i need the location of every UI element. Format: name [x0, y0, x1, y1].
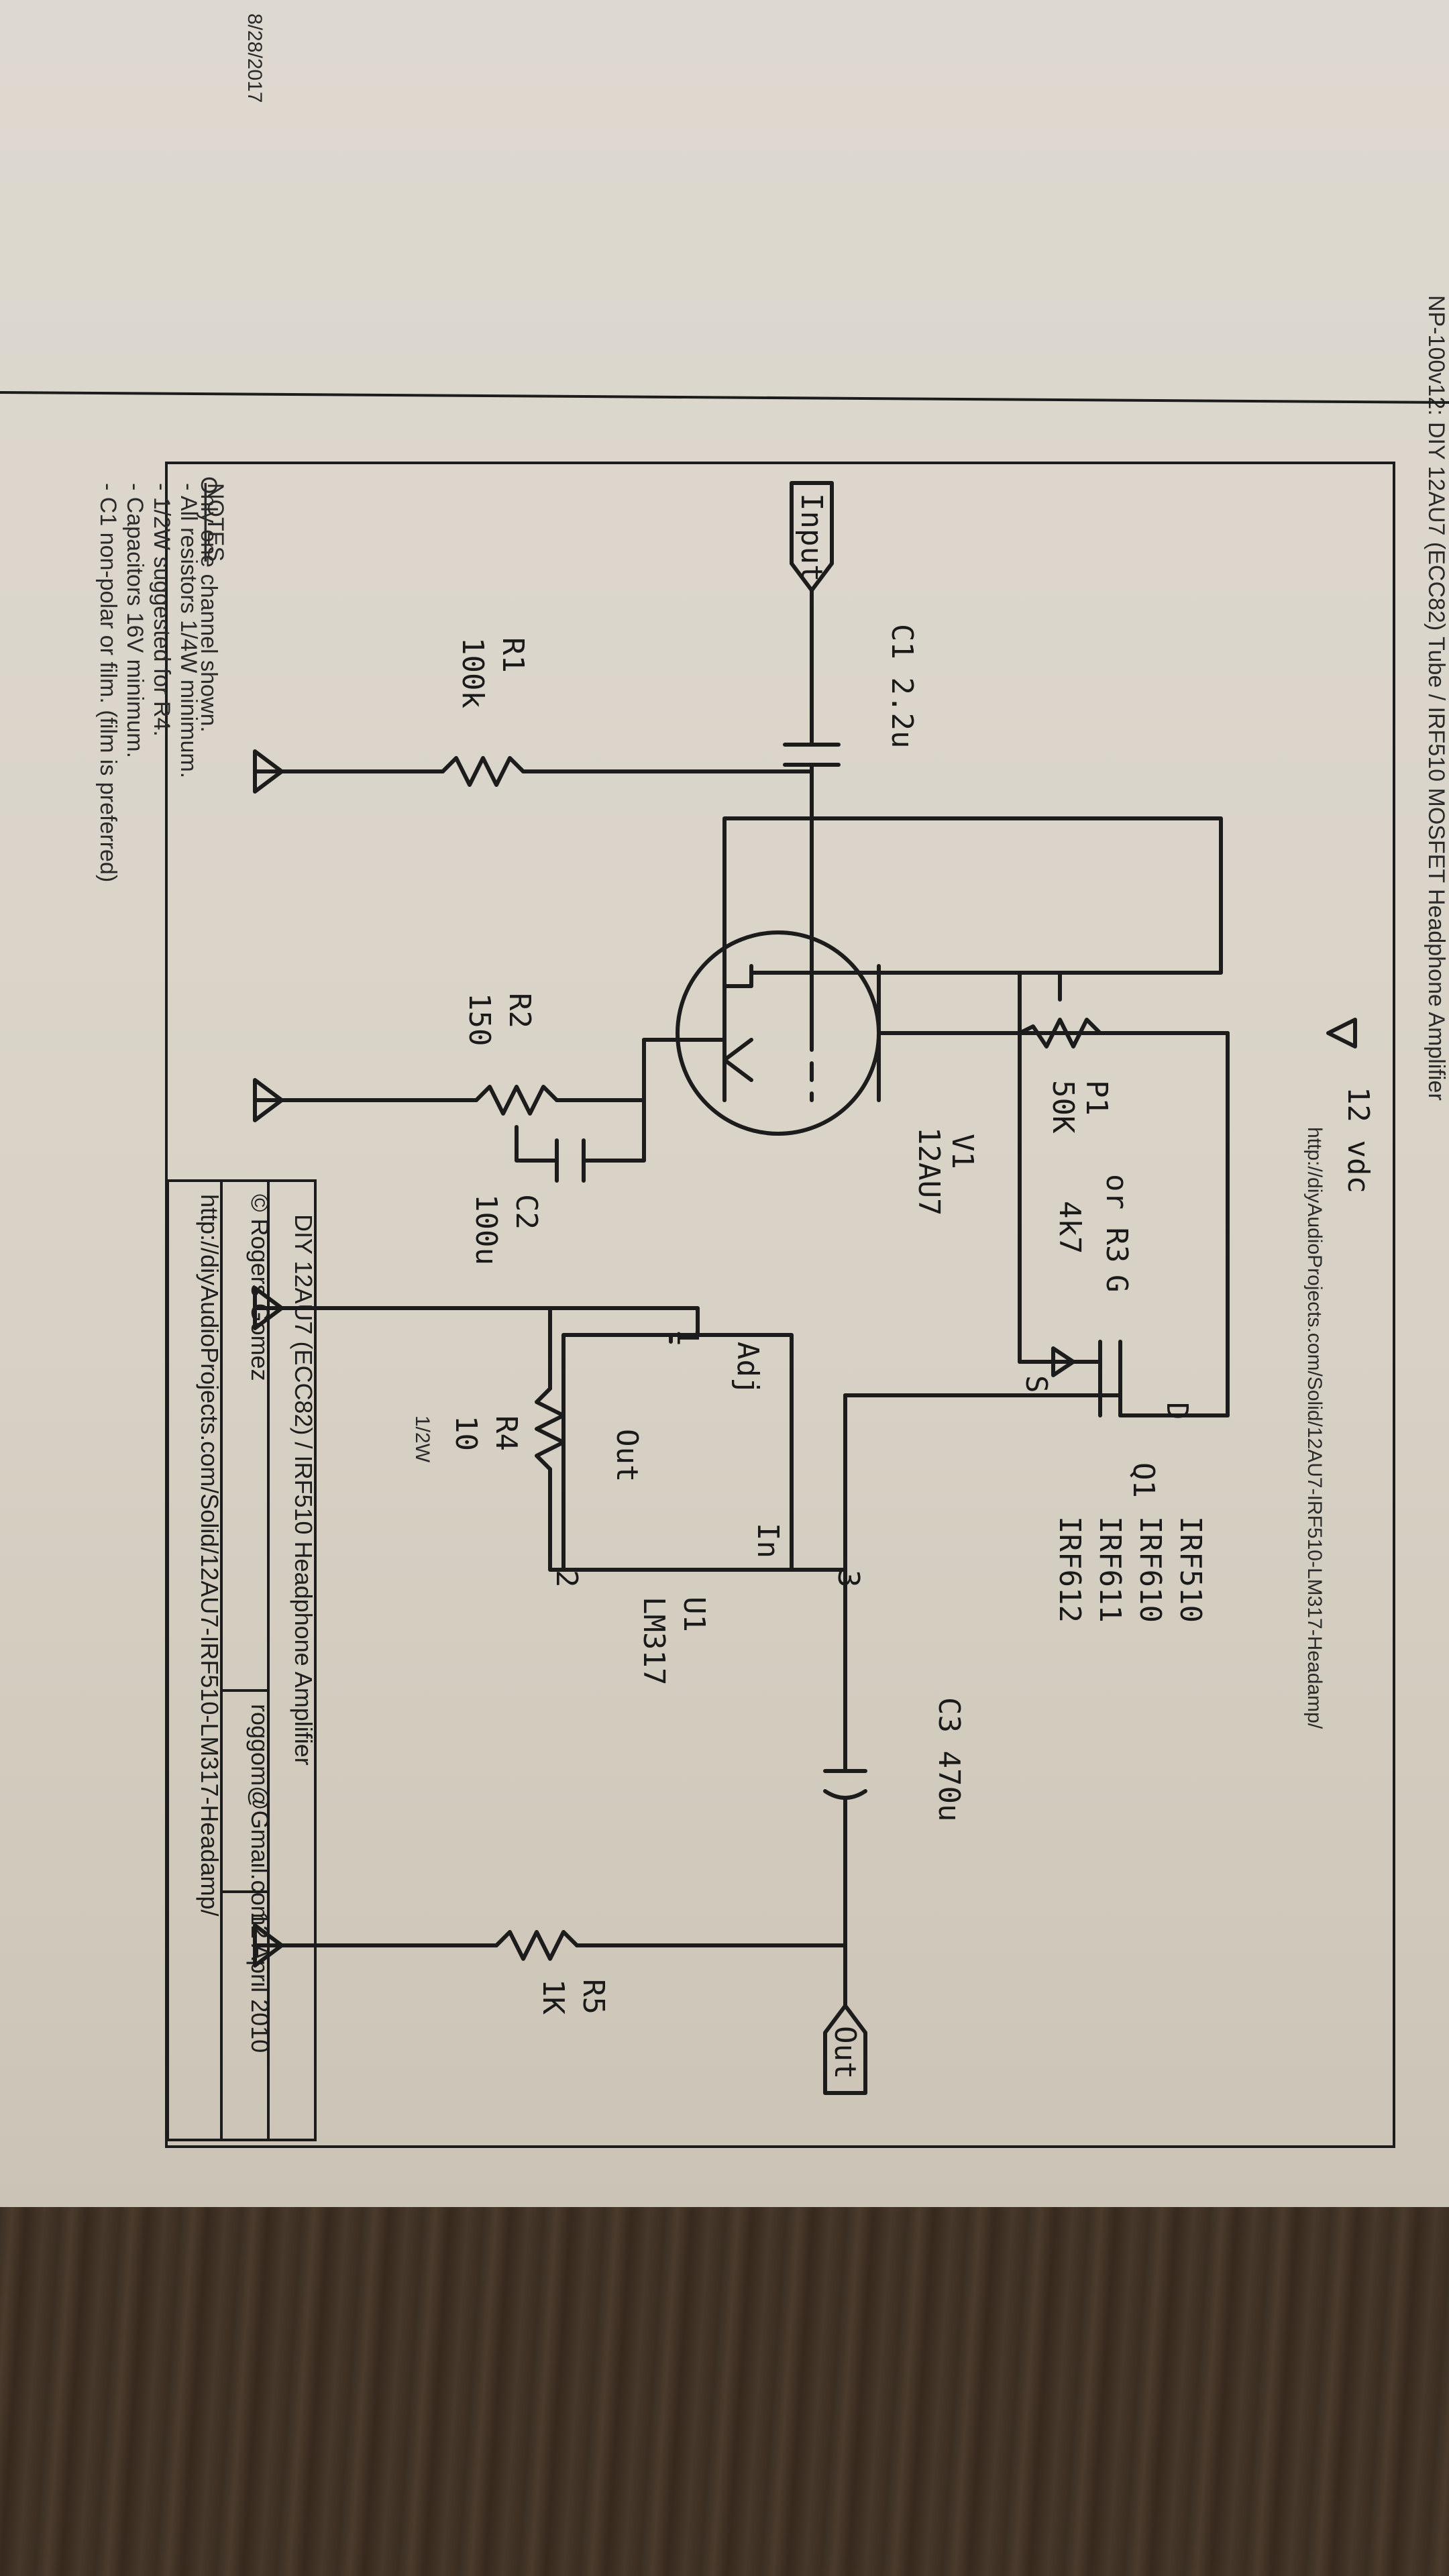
- r2-name: R2: [502, 993, 537, 1028]
- resistor-r2: [474, 1085, 559, 1116]
- tb-author: © Rogers Gomez: [246, 1194, 274, 1381]
- u1-name: U1: [677, 1597, 711, 1632]
- p1-name: P1: [1079, 1080, 1114, 1116]
- capacitor-c1: C1 2.2u: [783, 624, 919, 767]
- resistor-r5: [494, 1930, 579, 1961]
- notes-heading: NOTES: [203, 483, 228, 561]
- input-label: Input: [794, 493, 828, 582]
- r4-value: 10: [449, 1415, 483, 1451]
- v1-name: V1: [945, 1134, 979, 1169]
- input-connector: Input: [790, 481, 834, 592]
- output-connector: Out: [823, 2004, 867, 2095]
- u1-value: LM317: [637, 1597, 671, 1685]
- top-url: http://diyAudioProjects.com/Solid/12AU7-…: [1303, 1127, 1326, 1729]
- page-rule-top: [0, 391, 1449, 404]
- c3-label: C3 470u: [932, 1697, 966, 1821]
- tb-date: 12 April 2010: [246, 1912, 274, 2053]
- p1-value: 50K: [1046, 1080, 1080, 1134]
- ground-r5: [253, 1923, 284, 1968]
- r3-value: 4k7: [1053, 1201, 1087, 1254]
- u1-adj: Adj: [731, 1342, 765, 1395]
- note-2: - 1/2W suggested for R4.: [149, 483, 174, 737]
- u1-pin2: 2: [549, 1570, 584, 1588]
- ground-r2: [253, 1078, 284, 1122]
- output-label: Out: [828, 2026, 862, 2079]
- supply-arrow: [1326, 1018, 1357, 1049]
- notes-block: NOTES - All resistors 1/4W minimum. - 1/…: [95, 483, 228, 882]
- resistor-r4: [535, 1387, 566, 1471]
- regulator-u1: In Adj Out 1 2 3 U1 LM317: [549, 1328, 865, 1685]
- u1-out: Out: [610, 1429, 644, 1482]
- note-3: - Capacitors 16V minimum.: [122, 483, 148, 758]
- printed-paper-sheet: [0, 0, 1449, 2207]
- c1-label: C1 2.2u: [885, 624, 919, 748]
- print-date: 8/28/2017: [244, 13, 266, 103]
- title-block: DIY 12AU7 (ECC82) / IRF510 Headphone Amp…: [166, 1179, 317, 2141]
- r5-name: R5: [576, 1979, 610, 2015]
- r4-name: R4: [489, 1415, 523, 1451]
- r5-value: 1K: [536, 1979, 570, 2015]
- channel-note: Only one channel shown.: [196, 476, 221, 733]
- q1-part-2: IRF611: [1093, 1516, 1127, 1623]
- q1-part-3: IRF612: [1053, 1516, 1087, 1623]
- c2-value: 100u: [469, 1194, 503, 1265]
- resistor-r1: [441, 756, 525, 787]
- q1-part-0: IRF510: [1173, 1516, 1208, 1623]
- mosfet-q1: D G S Q1 IRF510 IRF610 IRF611 IRF612: [957, 1275, 1208, 1623]
- note-4: - C1 non-polar or film. (film is preferr…: [95, 483, 121, 882]
- ground-r1: [253, 749, 284, 794]
- pin-d: D: [1160, 1402, 1194, 1420]
- potentiometer-p1: [1018, 1018, 1102, 1049]
- r2-value: 150: [462, 993, 496, 1046]
- print-header-visible: NP-100v12: DIY 12AU7 (ECC82) Tube / IRF5…: [1424, 295, 1449, 1101]
- capacitor-c3: [823, 1769, 867, 1800]
- tb-title: DIY 12AU7 (ECC82) / IRF510 Headphone Amp…: [290, 1214, 317, 1766]
- capacitor-c2: [515, 1098, 646, 1183]
- or-r3: or R3: [1099, 1174, 1134, 1263]
- supply-label: 12 vdc: [1341, 1087, 1375, 1193]
- u1-pin3: 3: [831, 1570, 865, 1588]
- r4-power: 1/2W: [411, 1415, 433, 1463]
- note-1: - All resistors 1/4W minimum.: [176, 483, 201, 778]
- wire-heater-loop: [722, 816, 1223, 1102]
- v1-value: 12AU7: [912, 1127, 946, 1216]
- r1-name: R1: [496, 637, 530, 673]
- tb-email: roggom@Gmail.com: [246, 1704, 274, 1926]
- c2-name: C2: [509, 1194, 543, 1230]
- pin-g: G: [1099, 1275, 1134, 1293]
- ground-r4: [253, 1286, 284, 1330]
- u1-in: In: [751, 1523, 785, 1558]
- q1-part-1: IRF610: [1133, 1516, 1167, 1623]
- tb-url: http://diyAudioProjects.com/Solid/12AU7-…: [196, 1194, 223, 1917]
- wooden-table-surface: [0, 2207, 1449, 2576]
- q1-name: Q1: [1126, 1462, 1161, 1498]
- r1-value: 100k: [455, 637, 490, 708]
- drawing-border: [165, 462, 1395, 2148]
- pin-s: S: [1019, 1375, 1053, 1393]
